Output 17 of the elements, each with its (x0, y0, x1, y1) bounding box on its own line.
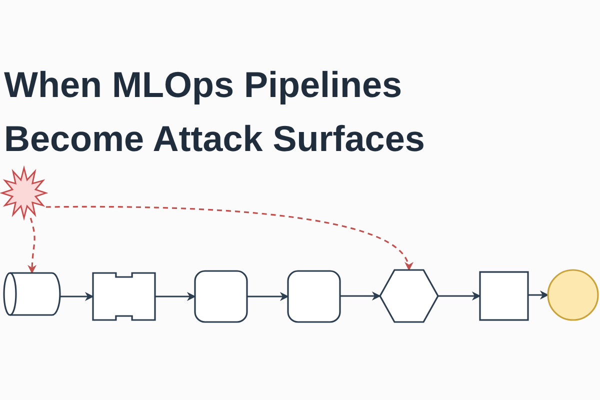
arrow (247, 292, 289, 301)
arrow (528, 290, 549, 300)
arrow (155, 292, 196, 301)
arrow (60, 292, 94, 301)
cylinder-shape (4, 273, 60, 315)
notched-box (93, 273, 155, 320)
dashed-arrow (46, 206, 411, 271)
hexagon-shape (380, 270, 438, 322)
square-box (480, 272, 528, 320)
circle-shape (548, 270, 598, 320)
arrow (438, 292, 481, 300)
burst-shape (2, 168, 46, 218)
rounded-box (195, 271, 247, 322)
arrow (340, 292, 381, 300)
rounded-box (288, 271, 340, 322)
title: When MLOps Pipelines Become Attack Surfaces (4, 63, 426, 161)
dashed-arrow (28, 218, 37, 274)
